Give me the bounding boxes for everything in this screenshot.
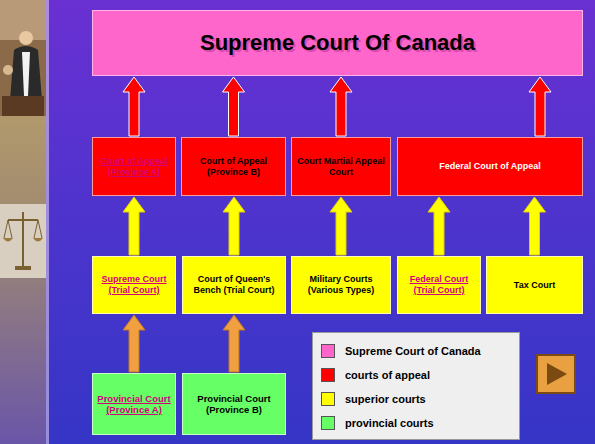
block-arrow <box>223 77 245 136</box>
court-box: Federal Court of Appeal <box>397 137 583 196</box>
court-name: Court of Appeal (Province A) <box>97 156 171 178</box>
legend-swatch <box>321 344 335 358</box>
legend-swatch <box>321 416 335 430</box>
court-box: Supreme Court (Trial Court) <box>92 256 176 314</box>
next-button <box>537 355 575 393</box>
block-arrow <box>524 197 546 255</box>
court-name: Federal Court of Appeal <box>439 161 541 172</box>
block-arrow <box>123 315 145 372</box>
judge-picture <box>0 0 46 116</box>
scales-picture <box>0 204 46 278</box>
legend-text: Supreme Court of Canada <box>345 345 481 357</box>
court-name: Court of Appeal (Province B) <box>186 156 281 178</box>
court-name: Provincial Court (Province A) <box>97 393 171 416</box>
legend-row: courts of appeal <box>321 363 511 387</box>
block-arrow <box>330 197 352 255</box>
court-box: Provincial Court (Province A) <box>92 373 176 435</box>
legend-row: superior courts <box>321 387 511 411</box>
legend-text: courts of appeal <box>345 369 430 381</box>
court-name: Provincial Court (Province B) <box>187 393 281 416</box>
court-name: Supreme Court (Trial Court) <box>97 274 171 296</box>
legend-row: provincial courts <box>321 411 511 435</box>
court-box: Court of Appeal (Province A) <box>92 137 176 196</box>
block-arrow <box>223 197 245 255</box>
court-box: Court of Appeal (Province B) <box>181 137 286 196</box>
legend-text: provincial courts <box>345 417 434 429</box>
court-name: Court Martial Appeal Court <box>296 156 386 178</box>
block-arrow <box>529 77 551 136</box>
court-box: Court of Queen's Bench (Trial Court) <box>182 256 286 314</box>
legend-text: superior courts <box>345 393 426 405</box>
side-line <box>46 0 49 444</box>
legend-row: Supreme Court of Canada <box>321 339 511 363</box>
side-strip <box>0 0 46 444</box>
legend-swatch <box>321 368 335 382</box>
block-arrow <box>330 77 352 136</box>
court-name: Military Courts (Various Types) <box>296 274 386 296</box>
legend-swatch <box>321 392 335 406</box>
court-name: Federal Court (Trial Court) <box>402 274 476 296</box>
court-box: Federal Court (Trial Court) <box>397 256 481 314</box>
block-arrow <box>123 197 145 255</box>
court-name: Court of Queen's Bench (Trial Court) <box>187 274 281 296</box>
block-arrow <box>428 197 450 255</box>
block-arrow <box>123 77 145 136</box>
block-arrow <box>223 315 245 372</box>
court-box: Military Courts (Various Types) <box>291 256 391 314</box>
legend-box: Supreme Court of Canada courts of appeal s… <box>312 332 520 440</box>
court-box: Supreme Court Of Canada <box>92 10 583 76</box>
court-name: Tax Court <box>514 280 555 291</box>
court-box: Provincial Court (Province B) <box>182 373 286 435</box>
court-box: Tax Court <box>486 256 583 314</box>
court-box: Court Martial Appeal Court <box>291 137 391 196</box>
court-name: Supreme Court Of Canada <box>200 30 475 56</box>
